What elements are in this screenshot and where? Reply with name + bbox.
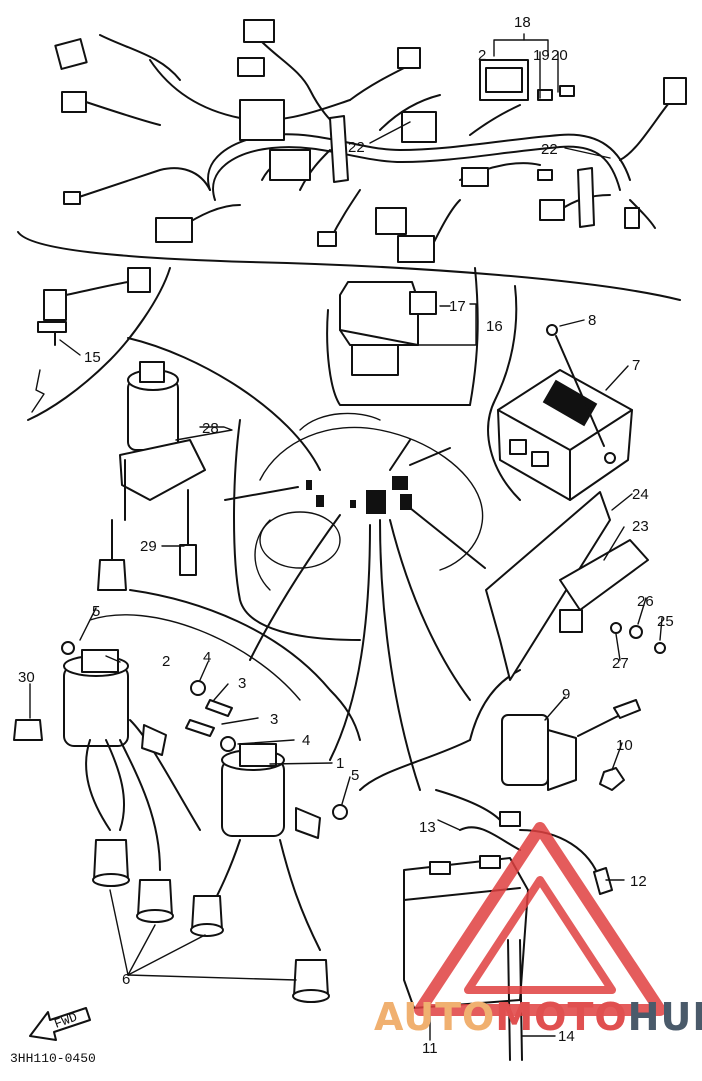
callout-11: 11 (422, 1040, 438, 1057)
control-unit-7 (497, 324, 633, 501)
callout-2-top: 2 (478, 47, 486, 64)
callout-22-left: 22 (348, 139, 365, 156)
callout-10: 10 (616, 737, 633, 754)
callout-labels: 18 2 19 20 22 22 17 16 8 15 7 28 24 23 2… (18, 14, 674, 1057)
watermark-auto: AUTO (374, 995, 495, 1039)
spark-plug-caps-6 (92, 839, 330, 1003)
callout-23: 23 (632, 518, 649, 535)
watermark-moto: MOTO (495, 995, 627, 1039)
callout-7: 7 (632, 357, 640, 374)
callout-22-right: 22 (541, 141, 558, 158)
callout-14: 14 (558, 1028, 575, 1045)
section-outlines (17, 231, 681, 791)
motorcycle-silhouette (224, 412, 486, 791)
callout-26: 26 (637, 593, 654, 610)
callout-27: 27 (612, 655, 629, 672)
callout-12: 12 (630, 873, 647, 890)
sensor-15 (31, 267, 151, 413)
ignition-coil-1 (209, 743, 321, 951)
callout-19: 19 (533, 47, 550, 64)
relay-16 (339, 281, 437, 376)
callout-1: 1 (336, 755, 344, 772)
watermark-logo-icon (414, 822, 666, 1016)
starter-relay-9 (501, 699, 641, 791)
callout-8: 8 (588, 312, 596, 329)
harness-connectors (54, 19, 687, 263)
callout-20: 20 (551, 47, 568, 64)
watermark-hub: HUB (628, 995, 702, 1039)
svg-text:AUTOMOTOHUB: AUTOMOTOHUB (374, 995, 702, 1039)
diagram-code: 3HH110-0450 (10, 1051, 96, 1066)
callout-24: 24 (632, 486, 649, 503)
callout-3-mid: 3 (270, 711, 278, 728)
callout-28: 28 (202, 420, 219, 437)
leader-lines (29, 33, 663, 1041)
callout-6: 6 (122, 971, 130, 988)
watermark: AUTOMOTOHUB (374, 995, 702, 1039)
ignition-coil-2 (63, 649, 201, 871)
rectifier-24 (485, 491, 666, 681)
callout-18: 18 (514, 14, 531, 31)
callout-5-top: 5 (92, 603, 100, 620)
fwd-arrow-icon: FWD (29, 1007, 91, 1041)
callout-2-coil: 2 (162, 653, 170, 670)
callout-30: 30 (18, 669, 35, 686)
callout-16: 16 (486, 318, 503, 335)
callout-13: 13 (419, 819, 436, 836)
callout-15: 15 (84, 349, 101, 366)
callout-4-top: 4 (203, 649, 211, 666)
callout-4-mid: 4 (302, 732, 310, 749)
callout-25: 25 (657, 613, 674, 630)
callout-3-top: 3 (238, 675, 246, 692)
fasteners (13, 641, 348, 820)
callout-29: 29 (140, 538, 157, 555)
callout-9: 9 (562, 686, 570, 703)
callout-17: 17 (449, 298, 466, 315)
callout-5-bottom: 5 (351, 767, 359, 784)
ignition-switch-28 (97, 361, 206, 591)
